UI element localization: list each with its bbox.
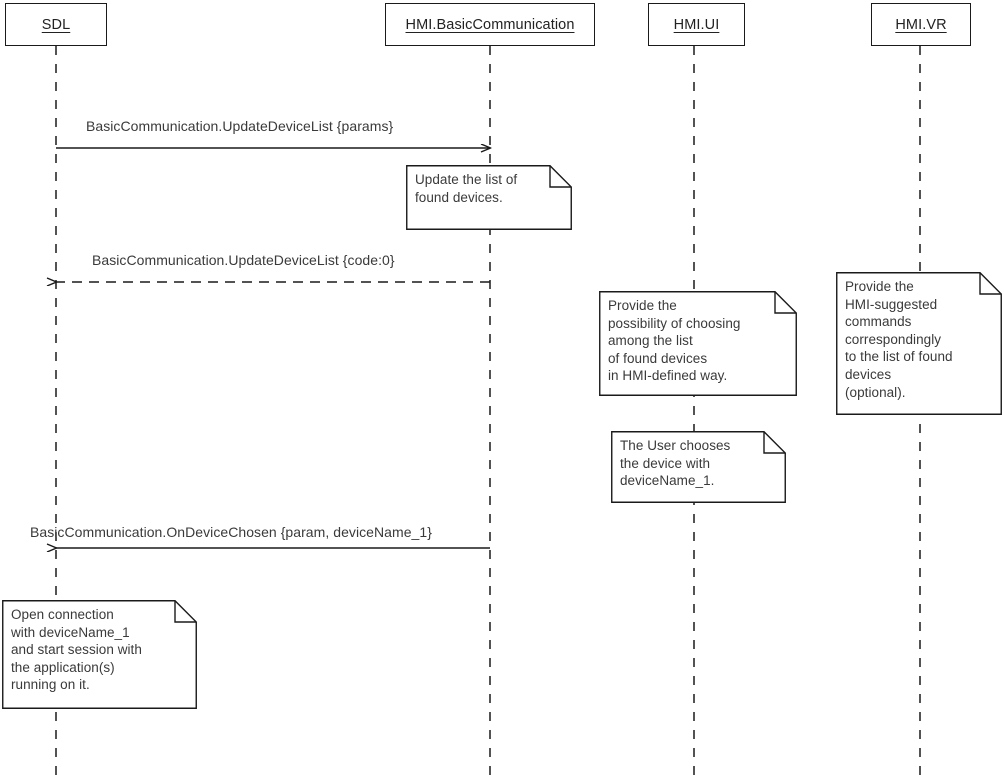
note-provide-choice-possibility-fold xyxy=(774,291,797,314)
lifeline-box-ui[interactable]: HMI.UI xyxy=(648,3,745,46)
note-provide-vr-commands-fold xyxy=(979,272,1002,295)
lifeline-label-bc: HMI.BasicCommunication xyxy=(405,16,575,33)
lifeline-box-vr[interactable]: HMI.VR xyxy=(871,3,971,46)
note-provide-choice-possibility[interactable]: Provide the possibility of choosing amon… xyxy=(599,291,797,396)
note-provide-vr-commands-text: Provide the HMI-suggested commands corre… xyxy=(845,279,953,400)
note-provide-vr-commands-outline xyxy=(836,272,1002,415)
lifeline-label-sdl: SDL xyxy=(41,16,71,33)
note-update-found-devices-fold xyxy=(549,165,572,188)
lifeline-box-bc[interactable]: HMI.BasicCommunication xyxy=(385,3,595,46)
note-user-chooses-device-outline xyxy=(611,431,786,503)
note-provide-vr-commands[interactable]: Provide the HMI-suggested commands corre… xyxy=(836,272,1002,415)
note-shapes-group xyxy=(2,165,1002,709)
msg-on-device-chosen-label: BasicCommunication.OnDeviceChosen {param… xyxy=(30,524,432,540)
msg-update-device-list-request-label: BasicCommunication.UpdateDeviceList {par… xyxy=(86,118,394,134)
lifeline-box-sdl[interactable]: SDL xyxy=(5,3,107,46)
lifeline-label-vr: HMI.VR xyxy=(895,16,947,33)
lifeline-label-ui: HMI.UI xyxy=(673,16,720,33)
note-user-chooses-device-fold xyxy=(763,431,786,454)
note-provide-choice-possibility-outline xyxy=(599,291,797,396)
note-user-chooses-device-text: The User chooses the device with deviceN… xyxy=(620,438,731,489)
note-open-connection-text: Open connection with deviceName_1 and st… xyxy=(11,607,142,693)
note-open-connection[interactable]: Open connection with deviceName_1 and st… xyxy=(2,600,197,709)
note-provide-choice-possibility-text: Provide the possibility of choosing amon… xyxy=(608,298,741,384)
note-user-chooses-device[interactable]: The User chooses the device with deviceN… xyxy=(611,431,786,503)
note-open-connection-outline xyxy=(2,600,197,709)
note-update-found-devices-text: Update the list of found devices. xyxy=(415,172,518,205)
note-update-found-devices[interactable]: Update the list of found devices. xyxy=(406,165,572,230)
note-open-connection-fold xyxy=(174,600,197,623)
note-update-found-devices-outline xyxy=(406,165,572,230)
msg-update-device-list-response-label: BasicCommunication.UpdateDeviceList {cod… xyxy=(92,252,395,268)
message-arrows-group xyxy=(56,148,490,548)
